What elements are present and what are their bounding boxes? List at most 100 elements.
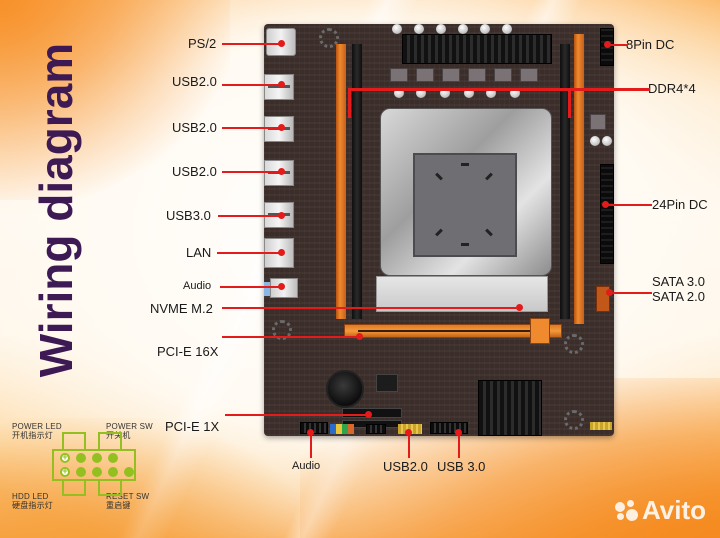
leader-usb20-a [222,84,282,86]
leader-ddr4-right [568,88,571,118]
label-atx8: 8Pin DC [626,37,675,52]
avito-watermark: Avito [614,495,706,526]
reset-sw-en: RESET SW [106,492,150,501]
leader-dot [278,124,285,131]
leader-usb30-front [458,432,460,458]
pcie-x1-slot [342,408,402,418]
chip [376,374,398,392]
label-usb20-c: USB2.0 [172,164,217,179]
pin [124,467,134,477]
dimm-slot-2 [352,44,362,319]
leader-dot [278,40,285,47]
leader-ddr4-left [348,88,351,118]
leader-pcie16 [222,336,362,338]
pin-positive [60,452,70,463]
capacitor [480,24,490,34]
leader-dot [405,429,412,436]
pin [108,453,118,463]
label-sata2: SATA 2.0 [652,289,705,304]
leader-dot [365,411,372,418]
dimm-slot-1 [336,44,346,319]
leader-dot [356,333,363,340]
label-sata3: SATA 3.0 [652,274,705,289]
capacitor [436,24,446,34]
leader-sata [608,292,652,294]
leader-dot [604,41,611,48]
socket-mark [461,243,469,246]
capacitor [414,24,424,34]
leader-usb20-c [222,171,282,173]
diagram-title: Wiring diagram [30,42,82,378]
leader-dot [278,283,285,290]
label-nvme: NVME M.2 [150,301,213,316]
front-panel-header [330,424,354,434]
pin [92,467,102,477]
misc-header [366,424,386,434]
capacitor [486,88,496,98]
pin [108,467,118,477]
pin [92,453,102,463]
hdd-led-bracket [62,480,86,496]
label-atx24: 24Pin DC [652,197,708,212]
reset-sw-bracket [98,480,122,496]
atx-24pin-connector [600,164,614,264]
pch-heatsink [478,380,542,436]
leader-audio-rear [220,286,282,288]
leader-dot [455,429,462,436]
capacitor [394,88,404,98]
label-usb20-a: USB2.0 [172,74,217,89]
motherboard [264,24,614,436]
label-pcie1: PCI-E 1X [165,419,220,434]
label-usb30-front: USB 3.0 [437,459,486,474]
pin-positive [60,466,70,477]
power-led-cn: 开机指示灯 [12,431,53,441]
front-audio-header [300,422,328,434]
vrm-choke [442,68,460,82]
background-glow-top-left [0,0,230,200]
mount-hole [272,320,292,340]
pin-header-outline [52,449,136,481]
front-panel-pinout: POWER LED 开机指示灯 POWER SW 开关机 HDD LED 硬盘指… [10,420,170,520]
socket-mark [435,172,443,181]
vrm-choke [590,114,606,130]
pcie-x16-slot [344,324,562,338]
leader-ps2 [222,43,282,45]
power-sw-en: POWER SW [106,422,153,431]
label-usb30: USB3.0 [166,208,211,223]
capacitor [458,24,468,34]
label-usb20-b: USB2.0 [172,120,217,135]
reset-sw-label: RESET SW 重启键 [106,492,149,510]
socket-mark [435,228,443,237]
leader-dot [602,201,609,208]
pin [76,467,86,477]
label-ps2: PS/2 [188,36,217,51]
mount-hole [564,410,584,430]
fan-header [590,422,612,430]
mount-hole [564,334,584,354]
capacitor [602,136,612,146]
leader-pcie1 [225,414,370,416]
dimm-slot-4 [574,34,584,324]
socket-mark [485,172,493,181]
label-ddr4: DDR4*4 [648,81,696,96]
label-lan: LAN [186,245,212,260]
label-usb20-front: USB2.0 [383,459,428,474]
vrm-choke [416,68,434,82]
capacitor [464,88,474,98]
leader-dot [278,212,285,219]
capacitor [510,88,520,98]
cpu-socket-pad [413,153,517,257]
socket-mark [485,228,493,237]
capacitor [416,88,426,98]
pin [76,453,86,463]
capacitor [590,136,600,146]
power-led-en: POWER LED [12,422,62,431]
leader-dot [516,304,523,311]
capacitor [392,24,402,34]
hdd-led-cn: 硬盘指示灯 [12,501,53,511]
background-glow-bottom-left [0,418,300,538]
label-audio-rear: Audio [183,280,212,292]
leader-ddr4 [348,88,650,91]
capacitor [440,88,450,98]
hdd-led-en: HDD LED [12,492,49,501]
